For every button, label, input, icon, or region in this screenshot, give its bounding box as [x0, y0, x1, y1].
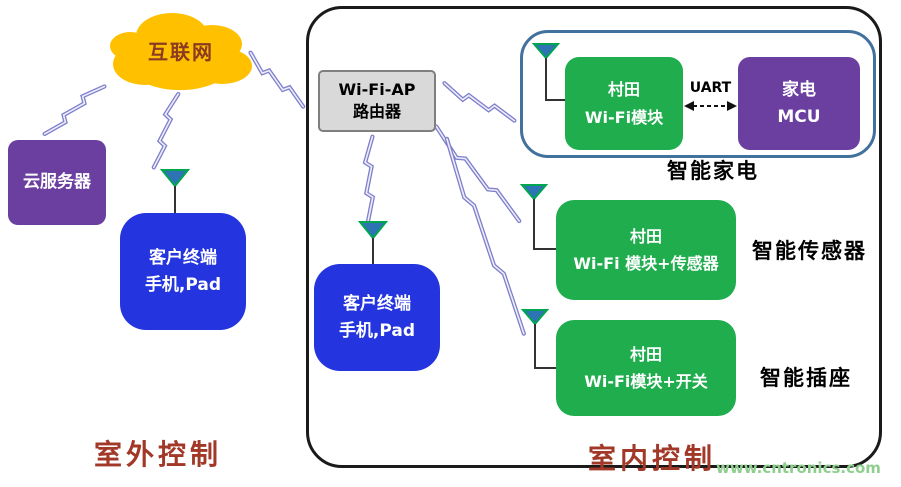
uart-arrow-icon: [684, 101, 737, 111]
wifi-signal-bolt: [358, 136, 387, 224]
outdoor-client-node: 客户终端 手机,Pad: [120, 213, 246, 330]
indoor-client-line2: 手机,Pad: [338, 320, 416, 341]
outdoor-client-line2: 手机,Pad: [144, 274, 222, 295]
antenna-icon: [159, 169, 191, 218]
cloud-server-node: 云服务器: [8, 140, 106, 225]
mcu-node: 家电 MCU: [738, 57, 860, 150]
indoor-client-node: 客户终端 手机,Pad: [314, 264, 440, 371]
wifi-module-node: 村田 Wi-Fi模块: [565, 57, 683, 150]
sensor-module-line2: Wi-Fi 模块+传感器: [573, 254, 719, 273]
smart-sensor-label: 智能传感器: [752, 239, 867, 263]
mcu-line2: MCU: [777, 106, 821, 127]
outdoor-control-label: 室外控制: [94, 438, 223, 471]
indoor-control-label: 室内控制: [588, 442, 717, 475]
outdoor-client-line1: 客户终端: [149, 248, 217, 269]
sensor-module-node: 村田 Wi-Fi 模块+传感器: [556, 200, 736, 300]
antenna-icon: [520, 309, 563, 369]
router-line1: Wi-Fi-AP: [338, 80, 416, 100]
wifi-signal-bolt: [440, 78, 520, 121]
antenna-icon: [357, 221, 389, 268]
wifi-signal-bolt: [44, 77, 108, 147]
internet-cloud-icon: [110, 13, 252, 90]
wifi-ap-router-node: Wi-Fi-AP 路由器: [318, 70, 436, 132]
router-line2: 路由器: [352, 102, 401, 121]
smart-appliance-container: [520, 30, 876, 158]
uart-link: UART: [683, 80, 738, 116]
uart-label: UART: [689, 80, 732, 96]
sensor-module-line1: 村田: [629, 226, 662, 246]
antenna-icon: [519, 184, 562, 250]
switch-module-line2: Wi-Fi模块+开关: [584, 372, 708, 391]
switch-module-line1: 村田: [629, 344, 662, 364]
cloud-server-label: 云服务器: [23, 172, 91, 193]
switch-module-node: 村田 Wi-Fi模块+开关: [556, 320, 736, 416]
indoor-client-line1: 客户终端: [343, 294, 411, 315]
mcu-line1: 家电: [782, 80, 816, 101]
indoor-control-container: [306, 6, 882, 468]
wifi-signal-bolt: [153, 92, 183, 170]
wifi-signal-bolt: [435, 137, 540, 334]
watermark-text: www.cntronics.com: [716, 459, 881, 477]
wifi-module-line1: 村田: [607, 80, 640, 100]
wifi-signal-bolt: [427, 123, 531, 221]
internet-label: 互联网: [148, 40, 214, 64]
smart-socket-label: 智能插座: [760, 366, 852, 390]
wifi-signal-bolt: [242, 49, 314, 108]
wifi-module-line2: Wi-Fi模块: [584, 107, 664, 127]
smart-appliance-label: 智能家电: [667, 159, 759, 183]
